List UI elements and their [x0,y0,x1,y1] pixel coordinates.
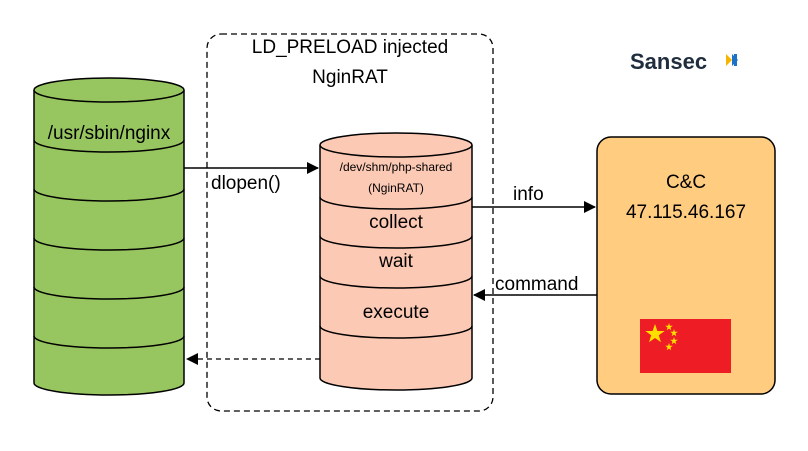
sansec-logo: Sansec [630,49,738,74]
nginrat-path-line1: /dev/shm/php-shared [340,160,453,174]
edge-info: info [472,184,596,213]
nginrat-row-collect: collect [369,212,424,233]
nginrat-row-wait: wait [378,251,414,272]
container-title-line1: LD_PRELOAD injected [252,37,448,58]
container-title-line2: NginRAT [312,67,388,88]
edge-command: command [473,274,597,301]
edge-command-label: command [495,274,578,295]
sansec-mark-icon [726,54,738,66]
edge-info-label: info [513,184,544,205]
ld-preload-container: LD_PRELOAD injected NginRAT [206,33,494,412]
nginrat-path-line2: (NginRAT) [368,181,424,195]
nginx-label: /usr/sbin/nginx [48,123,171,144]
logo-text: Sansec [630,49,707,74]
cnc-title: C&C [666,172,706,193]
nginx-cylinder: /usr/sbin/nginx [33,77,185,396]
edge-dlopen: dlopen() [184,162,319,194]
nginrat-cylinder: /dev/shm/php-shared (NginRAT) collect wa… [319,132,473,391]
edge-dlopen-label: dlopen() [211,173,281,194]
china-flag-icon [640,319,731,373]
cnc-ip: 47.115.46.167 [626,202,746,223]
nginrat-row-execute: execute [363,302,430,323]
